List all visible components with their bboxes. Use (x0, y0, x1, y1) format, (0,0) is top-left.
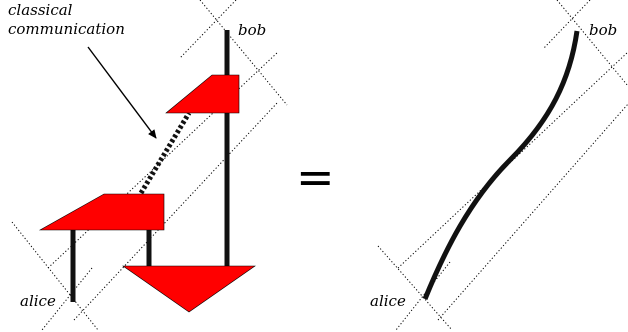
left-guide-bottom-cross-a (11, 221, 99, 331)
classical-channel (138, 111, 192, 195)
bell-state-triangle (122, 265, 256, 313)
right-guide-bottom-cross-b (395, 261, 451, 331)
left-guide-top-cross-a (199, 0, 288, 106)
left-guide-lines (11, 0, 288, 331)
right-diagram: bob alice (370, 0, 628, 331)
alice-label-right: alice (370, 292, 406, 310)
left-guide-diagonal-lower (73, 101, 279, 321)
right-guide-lines (377, 0, 628, 331)
annotation-label-classical: classical (8, 1, 73, 19)
right-guide-top-cross-a (556, 0, 628, 87)
bob-label-left: bob (238, 21, 266, 39)
direct-wire (422, 30, 580, 300)
annotation-arrow (87, 46, 157, 139)
equals-sign: = (296, 150, 335, 204)
left-guide-diagonal-upper (47, 51, 279, 269)
correction-box (165, 74, 240, 114)
right-guide-top-cross-b (543, 0, 591, 49)
bell-measurement-box (38, 193, 165, 231)
annotation-label-communication: communication (8, 20, 125, 38)
bob-label-right: bob (589, 21, 617, 39)
left-wires (70, 30, 230, 302)
right-guide-diagonal-lower (437, 103, 628, 321)
right-guide-diagonal-upper (397, 51, 628, 269)
alice-label-left: alice (20, 292, 56, 310)
left-diagram: classical communication bob alice (8, 0, 288, 331)
